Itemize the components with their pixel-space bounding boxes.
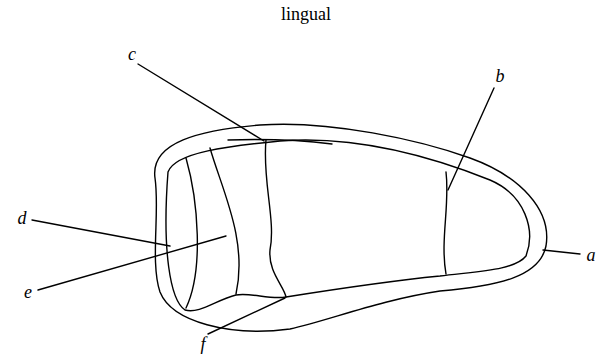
crown-outline (155, 124, 547, 331)
marginal-ridge (186, 158, 197, 308)
part-letter: a (587, 246, 596, 264)
part-letter: f (200, 335, 205, 353)
part-letter: e (24, 283, 32, 301)
ridge (228, 140, 332, 144)
ridge (444, 172, 447, 274)
occlusal-outline (166, 140, 530, 311)
leader-line (448, 88, 494, 190)
leader-line (138, 64, 264, 141)
part-letter: b (496, 67, 505, 85)
part-letter: d (18, 209, 27, 227)
leader-line (32, 220, 170, 246)
part-letter: c (128, 45, 136, 63)
view-label: lingual (281, 5, 331, 23)
leader-line (543, 250, 580, 254)
leader-line (208, 298, 285, 334)
ridge (210, 148, 239, 294)
central-groove (265, 140, 286, 297)
leader-line (38, 236, 226, 290)
